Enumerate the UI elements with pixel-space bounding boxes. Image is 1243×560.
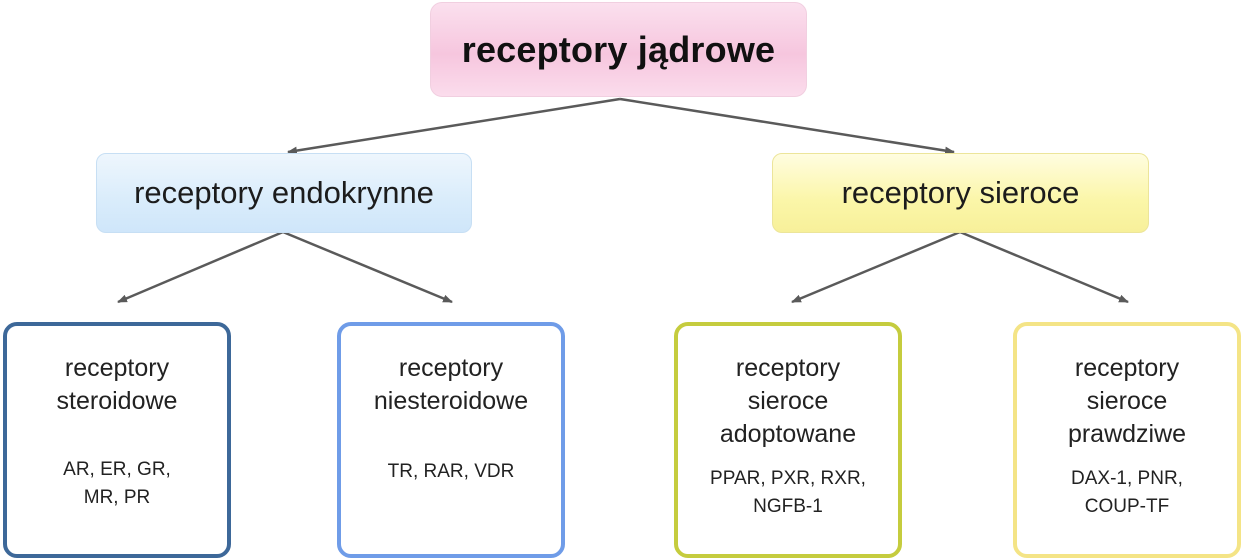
leaf-title-line: niesteroidowe bbox=[373, 387, 529, 415]
leaf-title: receptory sieroce adoptowane bbox=[720, 352, 856, 451]
leaf-members: DAX-1, PNR, COUP-TF bbox=[1071, 465, 1183, 521]
leaf-nonsteroid-receptors: receptory niesteroidowe TR, RAR, VDR bbox=[337, 322, 565, 558]
leaf-members: AR, ER, GR, MR, PR bbox=[63, 456, 171, 512]
leaf-members-line: COUP-TF bbox=[1084, 496, 1170, 517]
leaf-title-line: receptory bbox=[1074, 354, 1180, 382]
leaf-members: PPAR, PXR, RXR, NGFB-1 bbox=[710, 465, 866, 521]
arrow-endocrine-to-nonsteroid bbox=[282, 230, 453, 304]
root-node-nuclear-receptors: receptory jądrowe bbox=[430, 2, 807, 97]
leaf-adopted-orphan-receptors: receptory sieroce adoptowane PPAR, PXR, … bbox=[674, 322, 902, 558]
arrow-root-to-endocrine bbox=[287, 97, 621, 155]
leaf-title-line: receptory bbox=[398, 354, 504, 382]
leaf-title-line: adoptowane bbox=[719, 420, 857, 448]
arrow-root-to-orphan bbox=[619, 97, 955, 155]
arrow-endocrine-to-steroid bbox=[117, 230, 284, 304]
leaf-members-line: TR, RAR, VDR bbox=[387, 461, 515, 482]
leaf-members-line: NGFB-1 bbox=[753, 496, 823, 517]
leaf-members-line: AR, ER, GR, bbox=[63, 459, 171, 480]
node-orphan-label: receptory sieroce bbox=[841, 175, 1080, 210]
leaf-true-orphan-receptors: receptory sieroce prawdziwe DAX-1, PNR, … bbox=[1013, 322, 1241, 558]
arrow-orphan-to-adopted bbox=[791, 230, 961, 304]
arrow-orphan-to-true bbox=[959, 230, 1129, 304]
leaf-title: receptory niesteroidowe bbox=[374, 352, 528, 418]
leaf-members-line: PPAR, PXR, RXR, bbox=[710, 468, 866, 489]
root-node-label: receptory jądrowe bbox=[461, 28, 776, 70]
leaf-title: receptory sieroce prawdziwe bbox=[1068, 352, 1186, 451]
leaf-members-line: MR, PR bbox=[83, 487, 151, 508]
leaf-title-line: sieroce bbox=[1086, 387, 1168, 415]
leaf-title-line: receptory bbox=[64, 354, 170, 382]
node-endocrine-receptors: receptory endokrynne bbox=[96, 153, 472, 233]
leaf-title-line: sieroce bbox=[747, 387, 829, 415]
leaf-steroid-receptors: receptory steroidowe AR, ER, GR, MR, PR bbox=[3, 322, 231, 558]
leaf-members: TR, RAR, VDR bbox=[388, 458, 515, 486]
node-endocrine-label: receptory endokrynne bbox=[134, 175, 434, 210]
leaf-title-line: steroidowe bbox=[56, 387, 178, 415]
leaf-members-line: DAX-1, PNR, bbox=[1071, 468, 1183, 489]
node-orphan-receptors: receptory sieroce bbox=[772, 153, 1149, 233]
leaf-title-line: receptory bbox=[735, 354, 841, 382]
leaf-title: receptory steroidowe bbox=[57, 352, 178, 418]
leaf-title-line: prawdziwe bbox=[1067, 420, 1187, 448]
